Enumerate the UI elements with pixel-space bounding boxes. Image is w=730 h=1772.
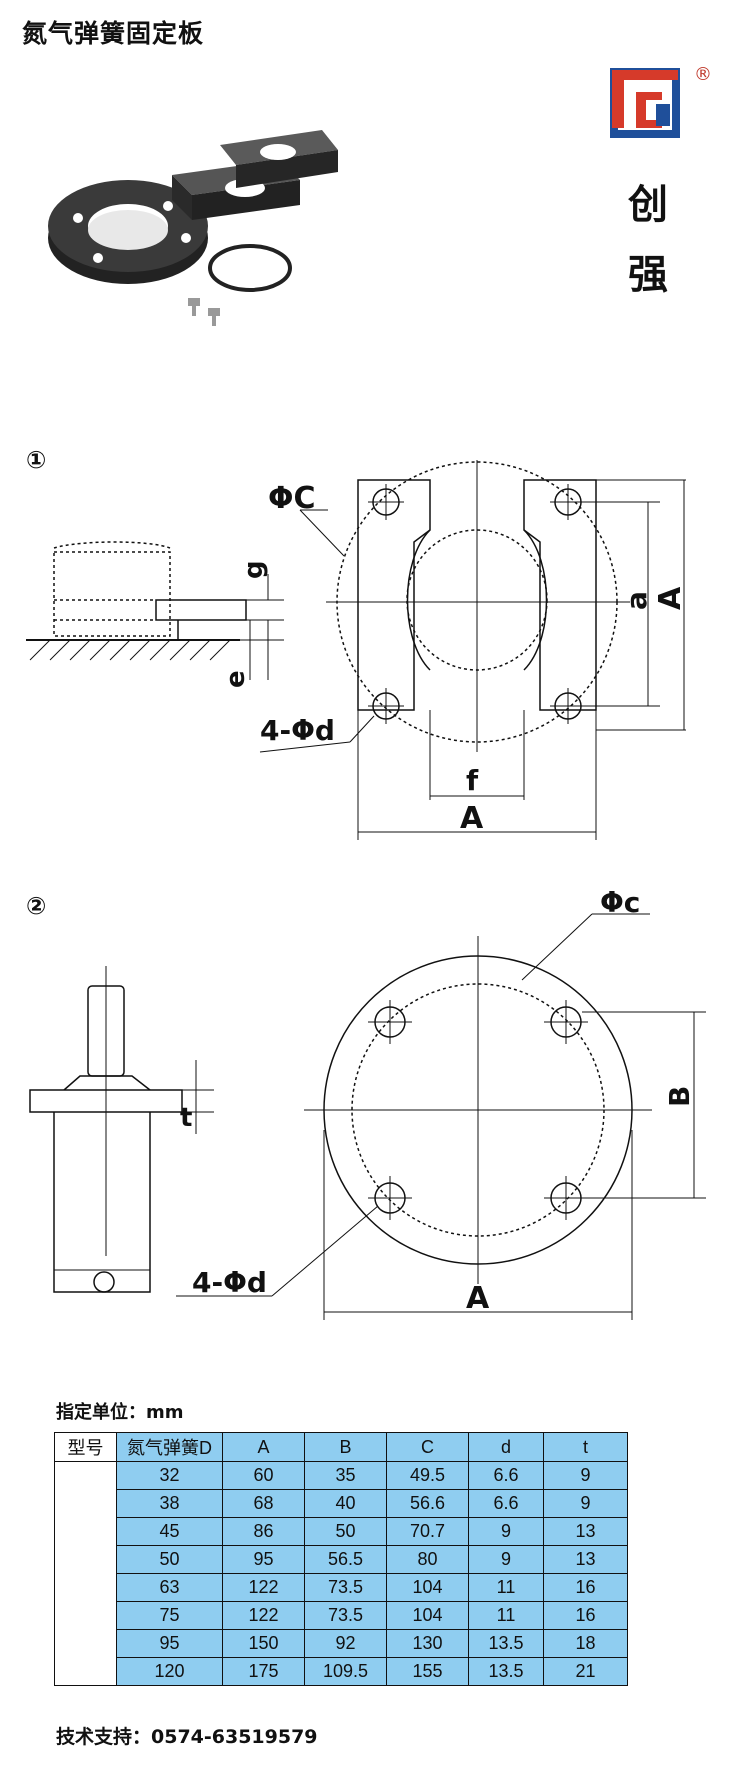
table-cell: 73.5 [304, 1601, 387, 1630]
table-cell: 13.5 [468, 1629, 544, 1658]
phi-c-label: ΦC [268, 481, 316, 516]
table-cell: 49.5 [386, 1461, 469, 1490]
table-cell: 13 [543, 1545, 628, 1574]
product-photo [48, 130, 338, 326]
f-dim-label: f [466, 764, 479, 797]
diagram-1 [26, 460, 686, 840]
header-model: 型号 [54, 1432, 117, 1462]
table-cell: 11 [468, 1573, 544, 1602]
header-d-hole: d [468, 1432, 544, 1462]
table-cell: 56.5 [304, 1545, 387, 1574]
table-cell: 68 [222, 1489, 305, 1518]
table-cell: 150 [222, 1629, 305, 1658]
table-cell: 104 [386, 1601, 469, 1630]
table-cell: 73.5 [304, 1573, 387, 1602]
table-cell: 9 [543, 1489, 628, 1518]
table-cell: 32 [116, 1461, 223, 1490]
holes-label: 4-Φd [260, 714, 335, 747]
A-right-dim-label: A [653, 586, 688, 610]
model-cell [54, 1461, 117, 1686]
header-B: B [304, 1432, 387, 1462]
table-cell: 60 [222, 1461, 305, 1490]
table-cell: 56.6 [386, 1489, 469, 1518]
brand-char-1: 创 [628, 182, 668, 228]
table-cell: 63 [116, 1573, 223, 1602]
A-bottom-dim-label: A [460, 801, 484, 836]
table-cell: 75 [116, 1601, 223, 1630]
table-cell: 35 [304, 1461, 387, 1490]
table-cell: 155 [386, 1657, 469, 1686]
table-cell: 50 [116, 1545, 223, 1574]
table-cell: 122 [222, 1601, 305, 1630]
header-d: 氮气弹簧D [116, 1432, 223, 1462]
header-A: A [222, 1432, 305, 1462]
a-dim-label: a [620, 591, 653, 610]
table-cell: 11 [468, 1601, 544, 1630]
tech-support: 技术支持：0574-63519579 [56, 1726, 318, 1748]
holes-label-2: 4-Φd [192, 1266, 267, 1299]
e-label: e [221, 670, 251, 688]
table-cell: 9 [468, 1517, 544, 1546]
table-cell: 95 [116, 1629, 223, 1658]
page-title: 氮气弹簧固定板 [22, 19, 205, 48]
B-dim-label: B [663, 1086, 696, 1107]
table-cell: 6.6 [468, 1489, 544, 1518]
table-cell: 104 [386, 1573, 469, 1602]
table-cell: 16 [543, 1573, 628, 1602]
diagram-2 [29, 913, 706, 1320]
brand-char-2: 强 [628, 252, 668, 298]
table-cell: 120 [116, 1657, 223, 1686]
table-cell: 130 [386, 1629, 469, 1658]
table-cell: 80 [386, 1545, 469, 1574]
table-cell: 21 [543, 1657, 628, 1686]
table-cell: 38 [116, 1489, 223, 1518]
table-cell: 16 [543, 1601, 628, 1630]
table-cell: 70.7 [386, 1517, 469, 1546]
table-cell: 18 [543, 1629, 628, 1658]
header-C: C [386, 1432, 469, 1462]
table-cell: 109.5 [304, 1657, 387, 1686]
table-cell: 86 [222, 1517, 305, 1546]
table-cell: 13 [543, 1517, 628, 1546]
diagram-1-number: ① [26, 446, 46, 474]
table-cell: 9 [468, 1545, 544, 1574]
table-cell: 92 [304, 1629, 387, 1658]
table-cell: 122 [222, 1573, 305, 1602]
phi-c-small-label: Φc [600, 886, 640, 919]
unit-label: 指定单位：mm [56, 1402, 184, 1423]
table-header-row: 型号 氮气弹簧D A B C d t [54, 1432, 628, 1462]
diagram-2-number: ② [26, 892, 46, 920]
table-cell: 175 [222, 1657, 305, 1686]
t-dim-label: t [180, 1103, 192, 1133]
A-dim-label-2: A [466, 1281, 490, 1316]
table-cell: 40 [304, 1489, 387, 1518]
table-cell: 45 [116, 1517, 223, 1546]
brand-logo-icon [610, 68, 680, 138]
table-cell: 13.5 [468, 1657, 544, 1686]
g-label: g [239, 560, 269, 579]
registered-mark: ® [694, 64, 712, 85]
header-t: t [543, 1432, 628, 1462]
table-cell: 9 [543, 1461, 628, 1490]
table-cell: 95 [222, 1545, 305, 1574]
table-cell: 6.6 [468, 1461, 544, 1490]
table-cell: 50 [304, 1517, 387, 1546]
